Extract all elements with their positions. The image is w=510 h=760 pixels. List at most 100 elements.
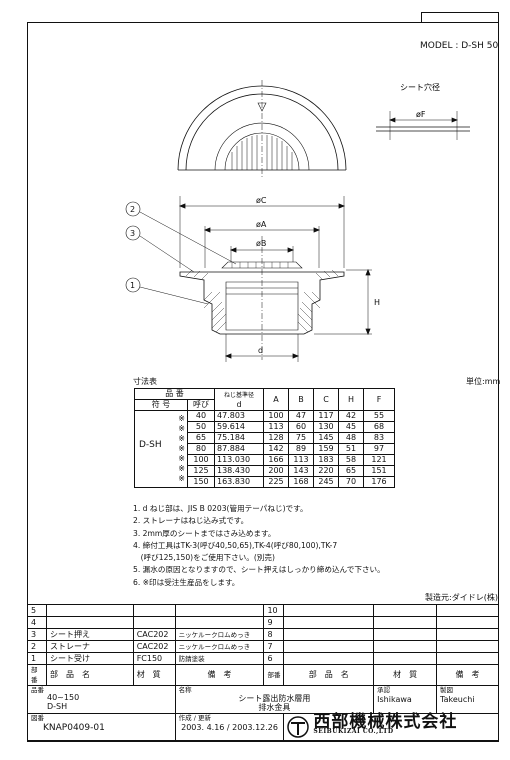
cell-B: 47 [288,410,314,422]
cell-A: 225 [263,476,289,488]
row-mark: ※ [178,424,185,433]
cell-H: 45 [338,421,364,433]
table-row: 80 87.884 142 89 159 51 97 [135,443,395,455]
note-6: 6. ※印は受注生産品をします。 [133,577,240,587]
dim-H: H [374,298,380,307]
hdr-part-no: 部番 [263,664,285,686]
cell-C: 145 [313,432,339,444]
callout-3: 3 [130,229,135,238]
cell-C: 159 [313,443,339,455]
part-remark: ニッケルークロムめっき [174,628,265,641]
hdr-d: d [236,399,242,409]
part-material [132,604,176,617]
hdr-part-name: 部 品 名 [45,664,134,686]
cell-H: 58 [338,454,364,466]
parts-header: 部番 部 品 名 材 質 備 考 部番 部 品 名 材 質 備 考 [27,664,499,686]
part-no: 10 [263,604,285,617]
part-no: 8 [263,628,285,641]
cell-d: 87.884 [214,443,264,455]
company-name-jp: 西部機械株式会社 [313,712,458,732]
product-code: D-SH [139,440,162,450]
company-logo-icon [287,716,310,738]
cell-d: 163.830 [214,476,264,488]
cell-B: 113 [288,454,314,466]
dim-phiB: øB [256,239,266,248]
dimension-table-unit: 単位:mm [466,377,501,386]
parts-row: 3 シート押え CAC202 ニッケルークロムめっき 8 [27,628,499,641]
hdr-part-remark: 備 考 [436,664,499,686]
note-5: 5. 漏水の原因となりますので、シート押えはしっかり締め込んで下さい。 [133,565,385,575]
title-row: 品番 40~150 D-SH 名称 シート露出防水層用 排水金具 承認 Ishi… [27,685,499,714]
cell-A: 100 [263,410,289,422]
part-name: シート受け [45,652,134,665]
hdr-hinban: 品 番 [134,388,215,400]
dim-phiC: øC [256,196,267,205]
cell-yobi: 80 [187,443,215,455]
part-remark [174,616,265,629]
part-no: 5 [27,604,47,617]
hdr-part-no: 部番 [27,664,47,686]
hinban-range: 40~150 [47,693,80,702]
part-material: CAC202 [132,628,176,641]
part-no: 3 [27,628,47,641]
row-mark: ※ [178,464,185,473]
note-2: 2. ストレーナはねじ込み式です。 [133,516,249,526]
hdr-C: C [313,388,339,411]
part-no: 7 [263,640,285,653]
hdr-A: A [263,388,289,411]
sheet-tab [421,12,499,23]
cell-yobi: 150 [187,476,215,488]
parts-row: 1 シート受け FC150 防錆塗装 6 [27,652,499,665]
company-name-en: SEIBUKIZAI CO.,LTD [313,728,394,735]
cell-B: 143 [288,465,314,477]
cell-F: 97 [363,443,395,455]
approve-label: 承認 [377,686,391,694]
cell-C: 117 [313,410,339,422]
note-1: 1. d ねじ部は、JIS B 0203(管用テーパねじ)です。 [133,504,308,513]
cell-H: 70 [338,476,364,488]
approve-name: Ishikawa [377,695,412,704]
dim-phiF: øF [416,110,426,119]
section-view [125,196,372,362]
hdr-fugo: 符 号 [134,399,188,411]
model-label: MODEL : D-SH 50 [420,41,499,51]
note-4: 4. 締付工具はTK-3(呼び40,50,65),TK-4(呼び80,100),… [133,540,338,550]
cell-d: 138.430 [214,465,264,477]
part-name [45,616,134,629]
cell-H: 51 [338,443,364,455]
cell-F: 176 [363,476,395,488]
name-line2: 排水金具 [258,703,291,712]
hdr-part-name: 部 品 名 [283,664,375,686]
cell-B: 75 [288,432,314,444]
cell-H: 42 [338,410,364,422]
hinban-model: D-SH [47,702,68,711]
parts-row: 2 ストレーナ CAC202 ニッケルークロムめっき 7 [27,640,499,653]
dim-d: d [258,346,263,355]
table-row: D-SH ※ ※ ※ ※ ※ ※ ※ 40 47.803 100 47 117 … [134,410,395,488]
table-row: 150 163.830 225 168 245 70 176 [135,476,395,488]
hdr-H: H [338,388,364,411]
cell-yobi: 40 [187,410,215,422]
hdr-part-material: 材 質 [373,664,438,686]
part-no: 6 [263,652,285,665]
part-material [132,616,176,629]
part-name: ストレーナ [45,640,134,653]
drawn-label: 製図 [440,686,454,694]
part-remark: 防錆塗装 [174,652,265,665]
part-no: 1 [27,652,47,665]
cell-d: 47.803 [214,410,264,422]
parts-row: 4 9 [27,616,499,629]
cell-yobi: 65 [187,432,215,444]
notes: 1. d ねじ部は、JIS B 0203(管用テーパねじ)です。 2. ストレー… [133,503,385,589]
row-mark: ※ [178,414,185,423]
cell-F: 68 [363,421,395,433]
sheet-hole-label: シート穴径 [400,82,440,92]
table-row: 100 113.030 166 113 183 58 121 [135,454,395,466]
cell-A: 142 [263,443,289,455]
cell-B: 168 [288,476,314,488]
note-4-cont: (呼び125,150)をご使用下さい。(別売) [133,553,275,563]
table-row: 50 59.614 113 60 130 45 68 [135,421,395,433]
part-remark [174,604,265,617]
